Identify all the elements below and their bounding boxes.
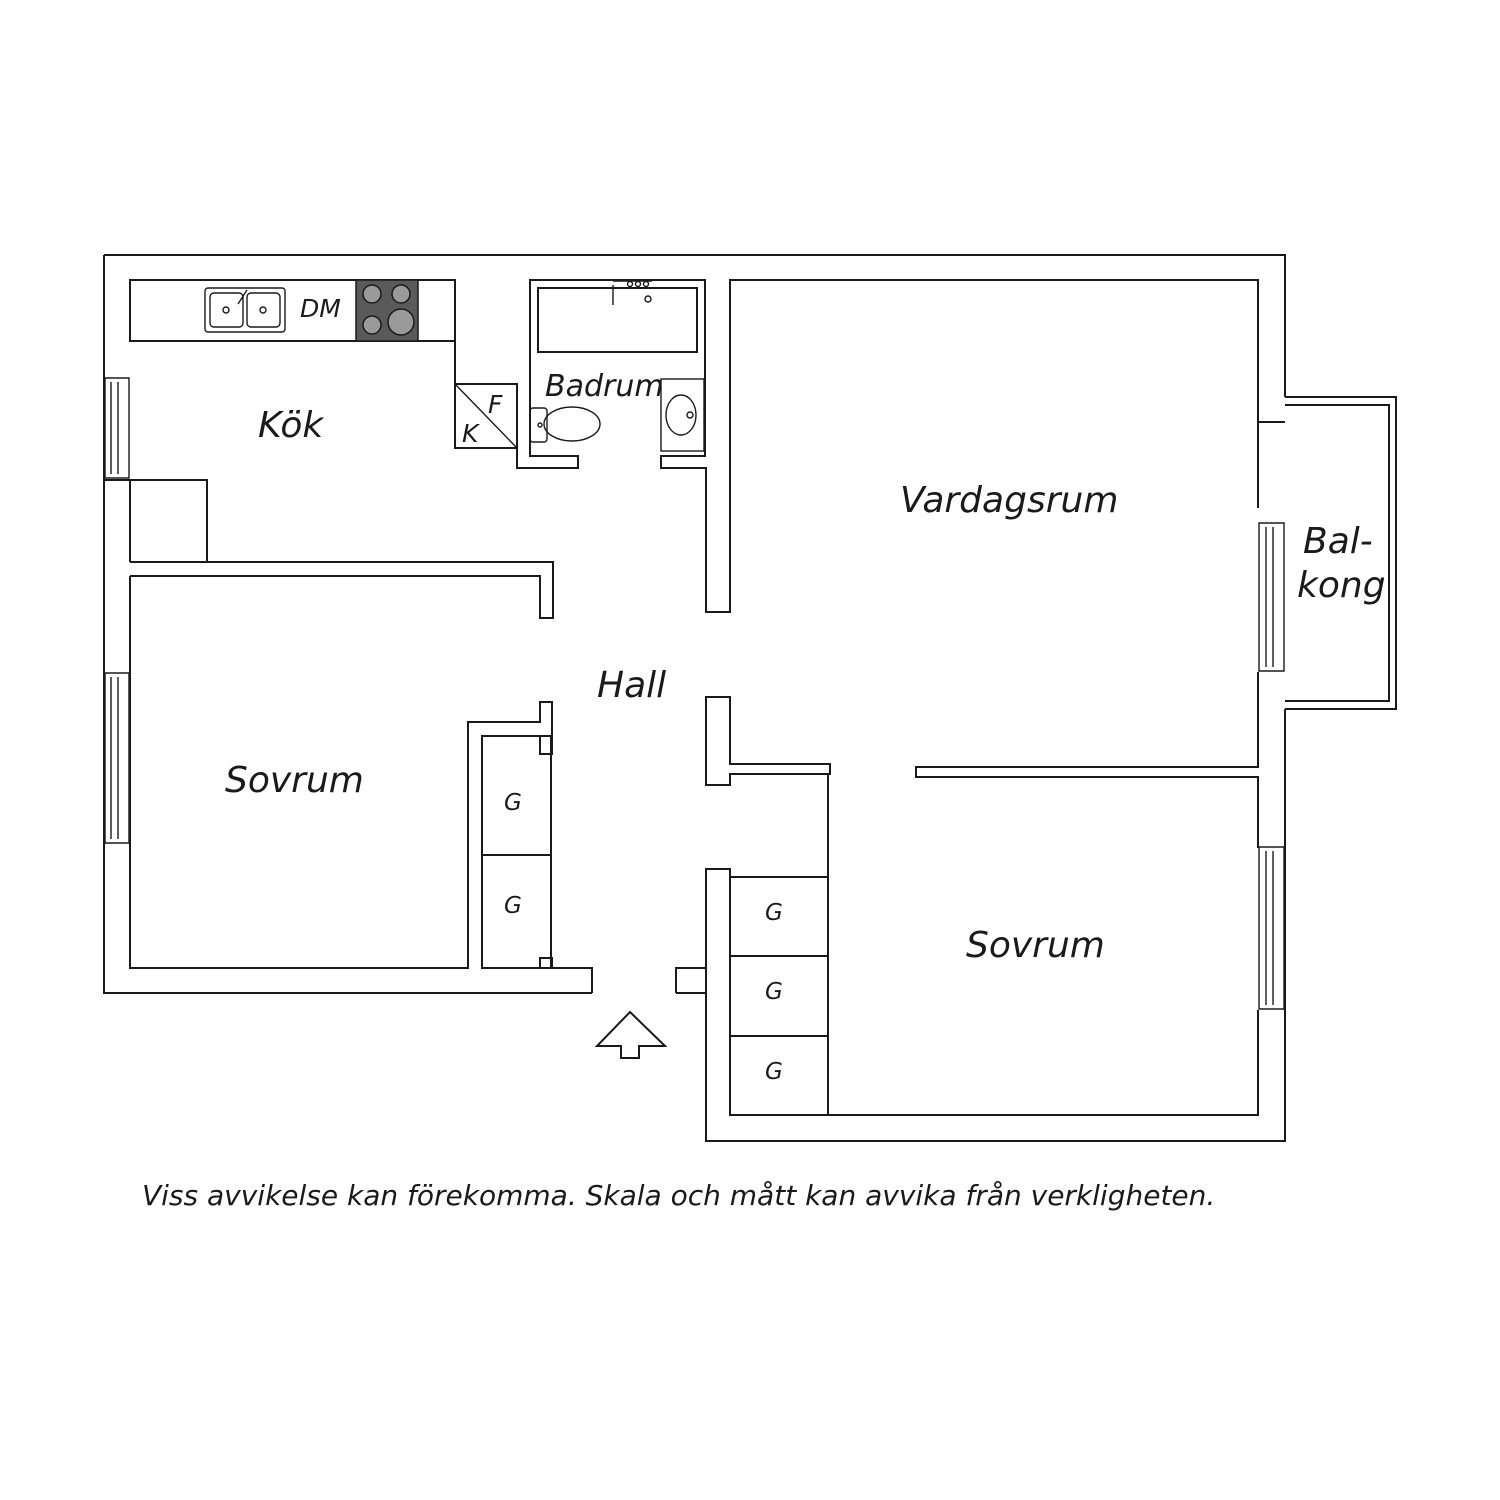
closet-label: G	[765, 1059, 783, 1085]
entrance-arrow-icon	[594, 1010, 668, 1059]
bedroom-right-label: Sovrum	[966, 925, 1105, 966]
living-room: Vardagsrum	[705, 480, 1118, 786]
kitchen: F K DM Kök	[129, 279, 1259, 619]
balcony-label-line1: Bal-	[1303, 521, 1373, 562]
closet-label: G	[765, 900, 783, 926]
stove-icon	[355, 279, 419, 342]
kitchen-label: Kök	[258, 405, 325, 446]
closet-label: G	[504, 893, 522, 919]
closet-label: G	[765, 979, 783, 1005]
living-room-label: Vardagsrum	[900, 480, 1118, 521]
bathroom: Badrum	[529, 280, 705, 452]
freezer-label: F	[488, 390, 503, 419]
bathroom-label: Badrum	[545, 369, 664, 404]
window-icon	[104, 377, 1285, 1010]
disclaimer-caption: Viss avvikelse kan förekomma. Skala och …	[142, 1179, 1215, 1212]
balcony: Bal- kong	[1285, 396, 1397, 710]
toilet-icon	[529, 406, 601, 443]
sink-icon	[204, 287, 286, 333]
bedroom-left-label: Sovrum	[225, 760, 364, 801]
washbasin-icon	[660, 378, 705, 452]
hall-label: Hall	[597, 665, 666, 706]
bedroom-right: G G G Sovrum	[730, 774, 1105, 1115]
bathtub-icon	[537, 280, 698, 353]
balcony-label-line2: kong	[1297, 565, 1386, 606]
outer-walls	[103, 254, 1286, 1142]
dishwasher-label: DM	[300, 294, 341, 323]
fridge-label: K	[462, 419, 481, 448]
closet-label: G	[504, 790, 522, 816]
bedroom-left: G G Sovrum	[225, 735, 552, 969]
